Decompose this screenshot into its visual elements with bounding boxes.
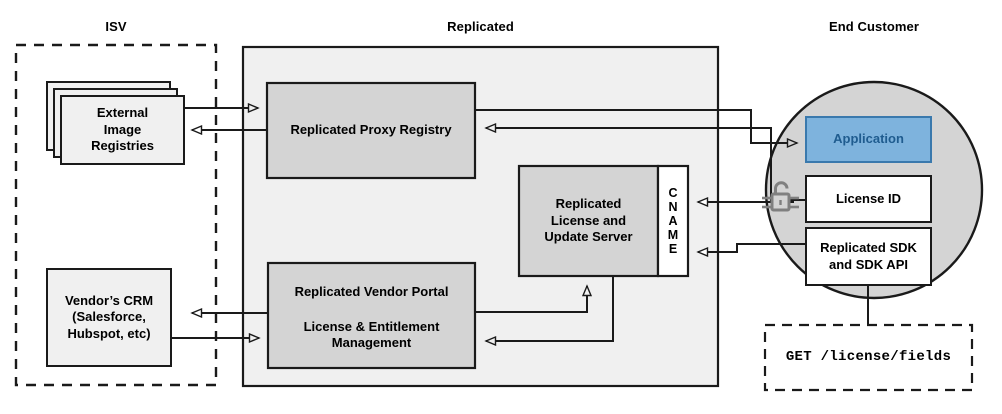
vendors-crm[interactable] (46, 268, 172, 367)
zone-title-end-customer: End Customer (828, 19, 920, 34)
license-id-node[interactable] (805, 175, 932, 223)
unlock-icon (762, 181, 799, 212)
zone-title-isv: ISV (105, 19, 127, 34)
connector-sdk-to-cname (698, 243, 806, 252)
connector-proxy-to-application (475, 109, 797, 143)
replicated-vendor-portal[interactable] (266, 261, 477, 370)
cname-strip[interactable] (656, 164, 690, 278)
external-image-registries[interactable] (60, 95, 185, 165)
replicated-sdk-node[interactable] (805, 227, 932, 286)
connector-vendor-portal-to-license-server (475, 286, 587, 313)
replicated-license-and-update-server[interactable] (517, 164, 660, 278)
replicated-proxy-registry[interactable] (265, 81, 477, 180)
api-request-box[interactable] (763, 323, 974, 392)
zone-title-replicated: Replicated (447, 19, 514, 34)
connector-license-server-to-vendor-portal (486, 276, 614, 341)
zone-isv (14, 43, 218, 387)
application-node[interactable] (805, 116, 932, 163)
